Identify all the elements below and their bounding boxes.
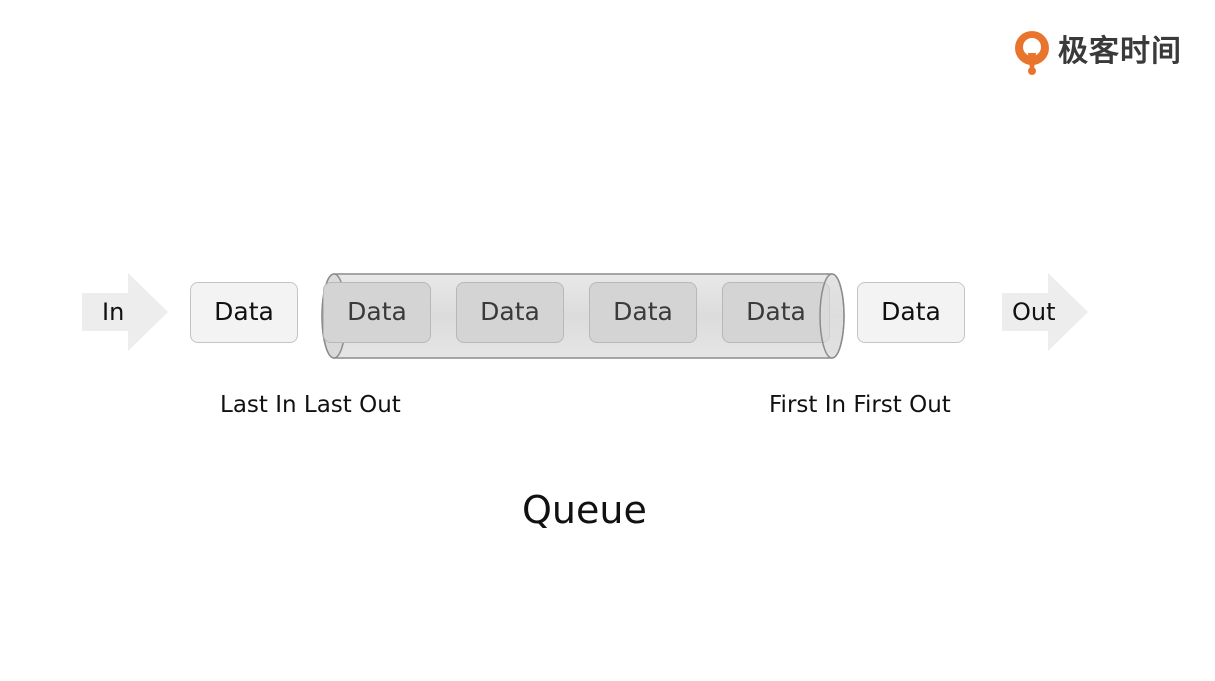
data-box-incoming: Data [190,282,298,343]
data-box-outgoing: Data [857,282,965,343]
out-arrow: Out [1002,273,1088,351]
brand-logo: 极客时间 [1012,28,1182,76]
caption-first-in-first-out: First In First Out [769,392,951,418]
data-box-inside-2: Data [456,282,564,343]
data-box-inside-4: Data [722,282,830,343]
out-label: Out [1012,298,1056,326]
diagram-title: Queue [522,488,647,532]
data-box-inside-3: Data [589,282,697,343]
queue-tube-right-cap [819,273,845,359]
data-box-inside-1: Data [323,282,431,343]
geektime-logo-icon [1015,31,1049,75]
in-label: In [102,298,125,326]
in-arrow: In [82,273,168,351]
brand-name: 极客时间 [1058,34,1182,69]
caption-last-in-last-out: Last In Last Out [220,392,401,418]
